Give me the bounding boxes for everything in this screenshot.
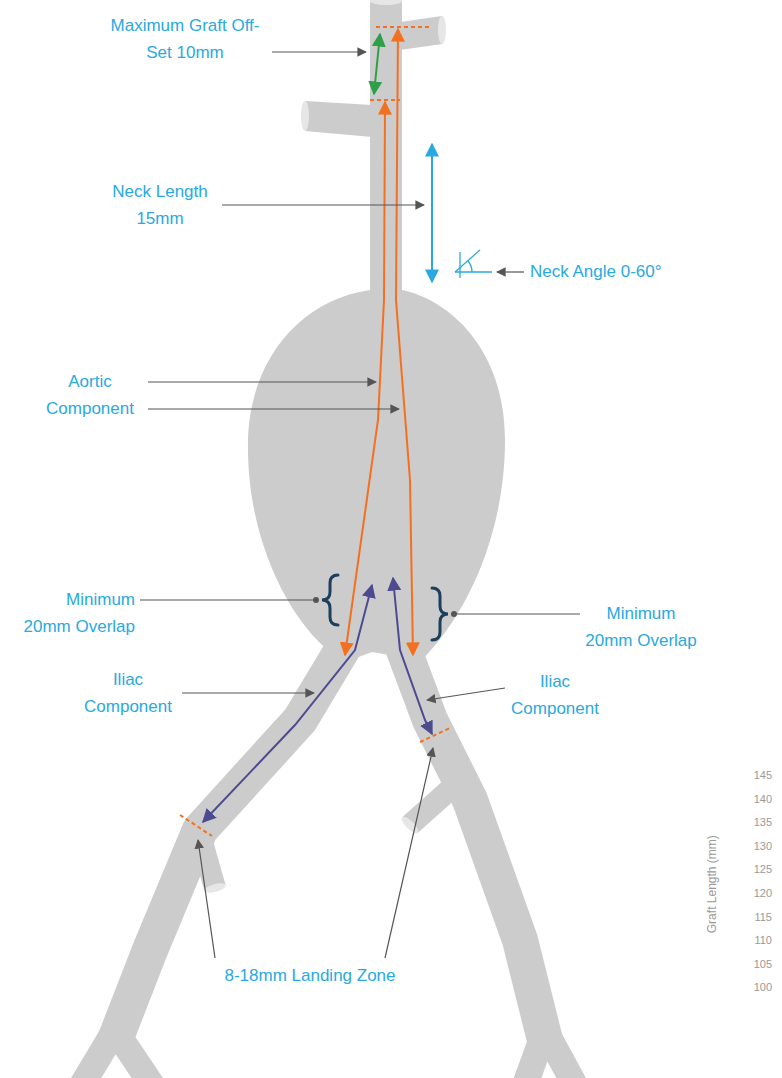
callout-label: Neck Length 15mm — [105, 178, 215, 232]
aneurysm-sac — [248, 290, 505, 662]
leader-line — [198, 840, 215, 958]
leader-dot — [313, 597, 319, 603]
axis-tick: 135 — [732, 816, 772, 829]
angle-arc — [468, 261, 472, 272]
axis-tick: 115 — [732, 911, 772, 924]
callout-label: Minimum 20mm Overlap — [585, 600, 697, 654]
axis-tick: 120 — [732, 887, 772, 900]
vessel-end — [438, 16, 446, 44]
overlap-brackets — [322, 575, 448, 640]
axis-tick: 125 — [732, 863, 772, 876]
angle-arm — [455, 250, 480, 272]
axis-tick: 130 — [732, 840, 772, 853]
axis-tick: 100 — [732, 981, 772, 994]
right-bifurcation — [525, 1030, 575, 1078]
leader-line — [222, 204, 424, 205]
iliac-component-line — [393, 578, 432, 734]
callout-label: Minimum 20mm Overlap — [23, 586, 135, 640]
callout-label: Neck Angle 0-60° — [530, 258, 750, 285]
axis-tick: 105 — [732, 958, 772, 971]
bracket — [432, 588, 448, 640]
callout-label: Iliac Component — [500, 668, 610, 722]
vessel-end — [301, 101, 309, 131]
landing-line — [180, 815, 212, 836]
leader-line — [182, 692, 314, 693]
callout-label: Maximum Graft Off-Set 10mm — [110, 12, 260, 66]
aortic-component-line — [396, 29, 413, 655]
leader-line — [148, 381, 376, 382]
bracket — [322, 575, 338, 625]
seal-line — [376, 26, 430, 28]
left-bifurcation — [82, 1030, 152, 1078]
leader-line — [272, 51, 366, 52]
leader-line — [140, 599, 316, 600]
callout-label: 8-18mm Landing Zone — [180, 962, 440, 989]
leader-line — [454, 613, 580, 614]
iliac-component-line — [203, 585, 372, 822]
landing-line — [420, 728, 450, 742]
vessel-end — [203, 881, 226, 894]
angle-tick — [459, 252, 460, 278]
vessel-ends — [203, 0, 446, 895]
callout-label: Aortic Component — [40, 368, 140, 422]
callout-label: Iliac Component — [78, 666, 178, 720]
leader-dots — [313, 597, 457, 617]
upper-branch — [400, 16, 442, 50]
axis-tick: 140 — [732, 793, 772, 806]
axis-tick: 110 — [732, 934, 772, 947]
leader-line — [385, 748, 433, 958]
offset-arrow — [374, 34, 380, 94]
leader-line — [148, 408, 399, 409]
neck-length-arrow — [431, 144, 433, 282]
leader-dot — [451, 611, 457, 617]
leader-line — [497, 271, 524, 272]
vessel-group — [248, 0, 505, 662]
leader-line — [427, 688, 505, 700]
angle-icon — [455, 250, 492, 278]
axis-title: Graft Length (mm) — [705, 835, 719, 933]
renal-branch — [305, 101, 372, 137]
vessel-end — [370, 0, 402, 5]
seal-line — [370, 99, 400, 101]
aortic-component-line — [345, 102, 385, 655]
axis-tick: 145 — [732, 769, 772, 782]
graft-lines — [180, 27, 450, 836]
left-internal-iliac — [200, 835, 215, 888]
